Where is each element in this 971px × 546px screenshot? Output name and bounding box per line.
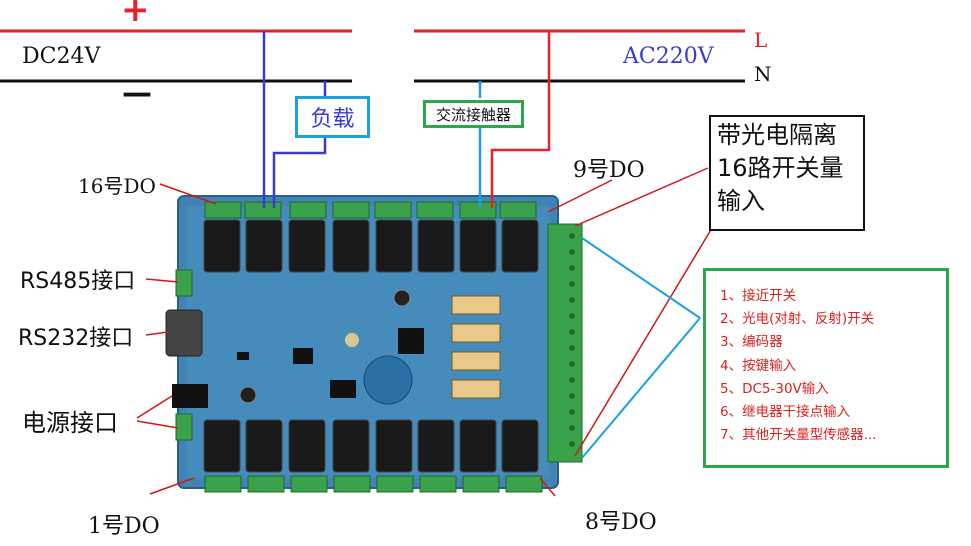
do1-label: 1号DO [88,508,160,540]
input-bracket [582,238,700,458]
buzzer [364,356,412,404]
input-type-item: 2、光电(对射、反射)开关 [720,308,946,331]
input-type-item: 7、其他开关量型传感器... [720,424,946,447]
neutral-label: N [754,62,772,86]
isolation-title-box: 带光电隔离 16路开关量 输入 [709,115,865,231]
load-label: 负载 [310,101,354,133]
db9-connector [166,310,202,356]
power-port-label: 电源接口 [22,403,118,438]
dc-plus-sign: + [121,0,150,30]
isolation-title-line-1: 带光电隔离 [717,119,863,152]
power-terminal [176,414,192,440]
input-type-item: 1、接近开关 [720,285,946,308]
rs485-label: RS485接口 [20,263,135,295]
isolation-title-line-2: 16路开关量 [717,152,863,185]
rs232-label: RS232接口 [18,320,133,352]
input-types-box: 1、接近开关 2、光电(对射、反射)开关 3、编码器 4、按键输入 5、DC5-… [703,268,949,468]
input-type-item: 4、按键输入 [720,355,946,378]
power-jack [172,384,208,408]
input-terminal-strip [548,224,582,462]
contactor-box: 交流接触器 [423,100,524,128]
load-box: 负载 [295,96,370,138]
isolation-title-line-3: 输入 [717,185,863,218]
input-type-item: 5、DC5-30V输入 [720,378,946,401]
input-type-item: 6、继电器干接点输入 [720,401,946,424]
do16-label: 16号DO [78,170,156,199]
do8-label: 8号DO [585,504,657,536]
contactor-label: 交流接触器 [436,104,511,125]
do9-label: 9号DO [573,152,645,184]
live-label: L [754,28,767,52]
dc-minus-sign: — [122,76,152,111]
input-type-item: 3、编码器 [720,331,946,354]
rs485-terminal [176,270,192,296]
dc24v-label: DC24V [22,44,100,69]
relay-board [166,196,582,492]
ac220v-label: AC220V [623,44,714,69]
